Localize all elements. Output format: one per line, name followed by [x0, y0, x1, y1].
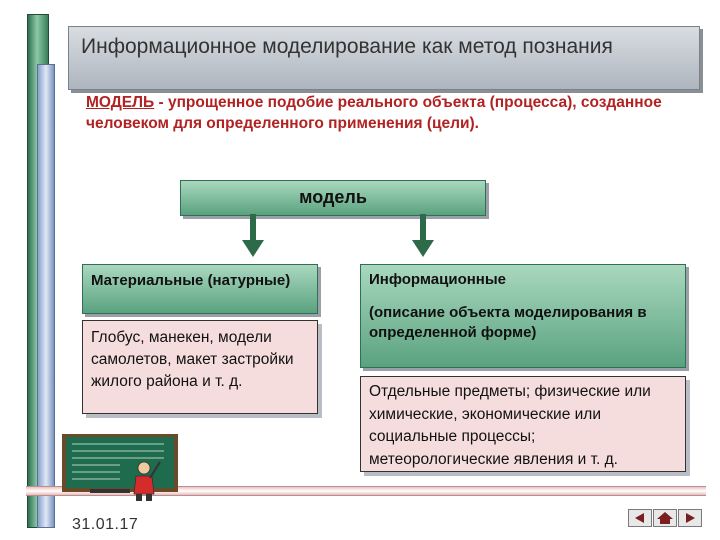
title-banner: Информационное моделирование как метод п…	[68, 26, 700, 90]
nav-next-button[interactable]	[678, 509, 702, 527]
material-examples-text: Глобус, манекен, модели самолетов, макет…	[91, 329, 294, 390]
model-box: модель	[180, 180, 486, 216]
material-models-label: Материальные (натурные)	[91, 272, 291, 289]
model-box-label: модель	[299, 187, 367, 207]
nav-next-icon	[686, 513, 695, 523]
nav-prev-button[interactable]	[628, 509, 652, 527]
teacher-chalkboard-icon	[62, 434, 178, 501]
arrow-down-icon	[412, 214, 434, 257]
material-models-box: Материальные (натурные)	[82, 264, 318, 314]
slide-date: 31.01.17	[72, 516, 139, 533]
informational-models-description: (описание объекта моделирования в опреде…	[369, 304, 647, 341]
left-decor-bar-light	[37, 64, 55, 528]
nav-home-icon	[657, 512, 673, 524]
nav-home-button[interactable]	[653, 509, 677, 527]
informational-examples-text: Отдельные предметы; физические или химич…	[369, 383, 651, 468]
nav-prev-icon	[635, 513, 644, 523]
informational-examples-box: Отдельные предметы; физические или химич…	[360, 376, 686, 472]
arrow-down-icon	[242, 214, 264, 257]
definition-term: МОДЕЛЬ	[86, 94, 155, 111]
bottom-decor-line	[26, 486, 706, 496]
informational-models-label: Информационные	[369, 271, 507, 288]
material-examples-box: Глобус, манекен, модели самолетов, макет…	[82, 320, 318, 414]
definition-text: МОДЕЛЬ - упрощенное подобие реального об…	[86, 92, 696, 134]
definition-body: - упрощенное подобие реального объекта (…	[86, 94, 662, 132]
informational-models-box: Информационные (описание объекта моделир…	[360, 264, 686, 368]
slide-title: Информационное моделирование как метод п…	[81, 35, 613, 58]
